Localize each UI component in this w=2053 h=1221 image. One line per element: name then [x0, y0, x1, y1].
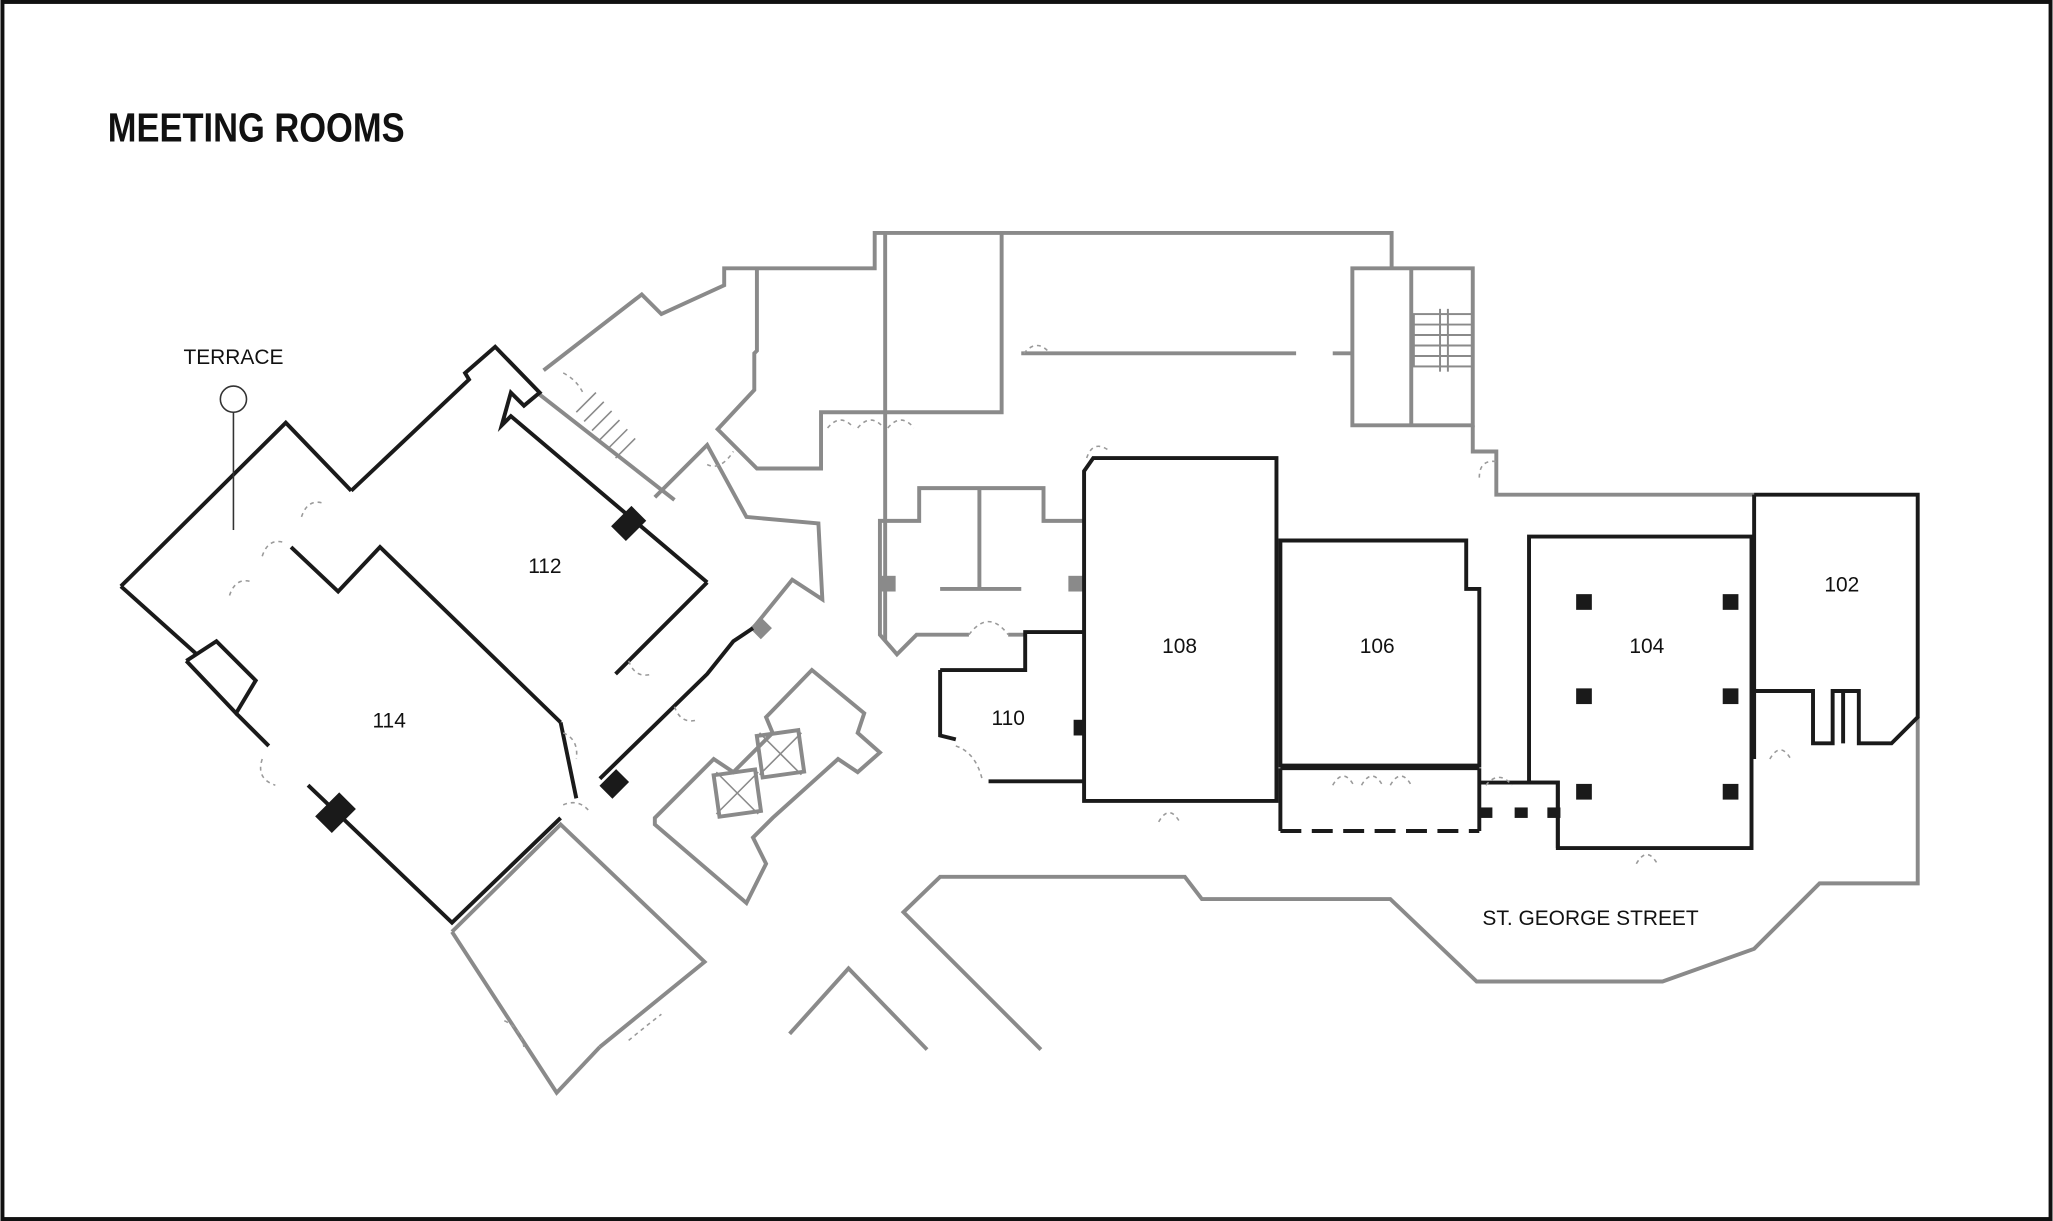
room-106-label[interactable]: 106 — [1360, 635, 1395, 658]
room-112-label[interactable]: 112 — [528, 555, 561, 578]
room-108-label[interactable]: 108 — [1162, 635, 1197, 658]
meeting-room-outlines — [119, 344, 1920, 926]
terrace-marker-icon — [219, 385, 248, 414]
room-104-label[interactable]: 104 — [1629, 635, 1664, 658]
columns — [1576, 594, 1739, 800]
page-title: MEETING ROOMS — [108, 105, 405, 150]
room-114-label[interactable]: 114 — [372, 710, 406, 733]
room-102-label[interactable]: 102 — [1824, 574, 1859, 597]
room-110-label[interactable]: 110 — [991, 707, 1024, 730]
street-label: ST. GEORGE STREET — [1482, 907, 1698, 930]
terrace-label: TERRACE — [183, 346, 283, 369]
doors — [228, 344, 1792, 1048]
building-outline — [450, 230, 1920, 1096]
